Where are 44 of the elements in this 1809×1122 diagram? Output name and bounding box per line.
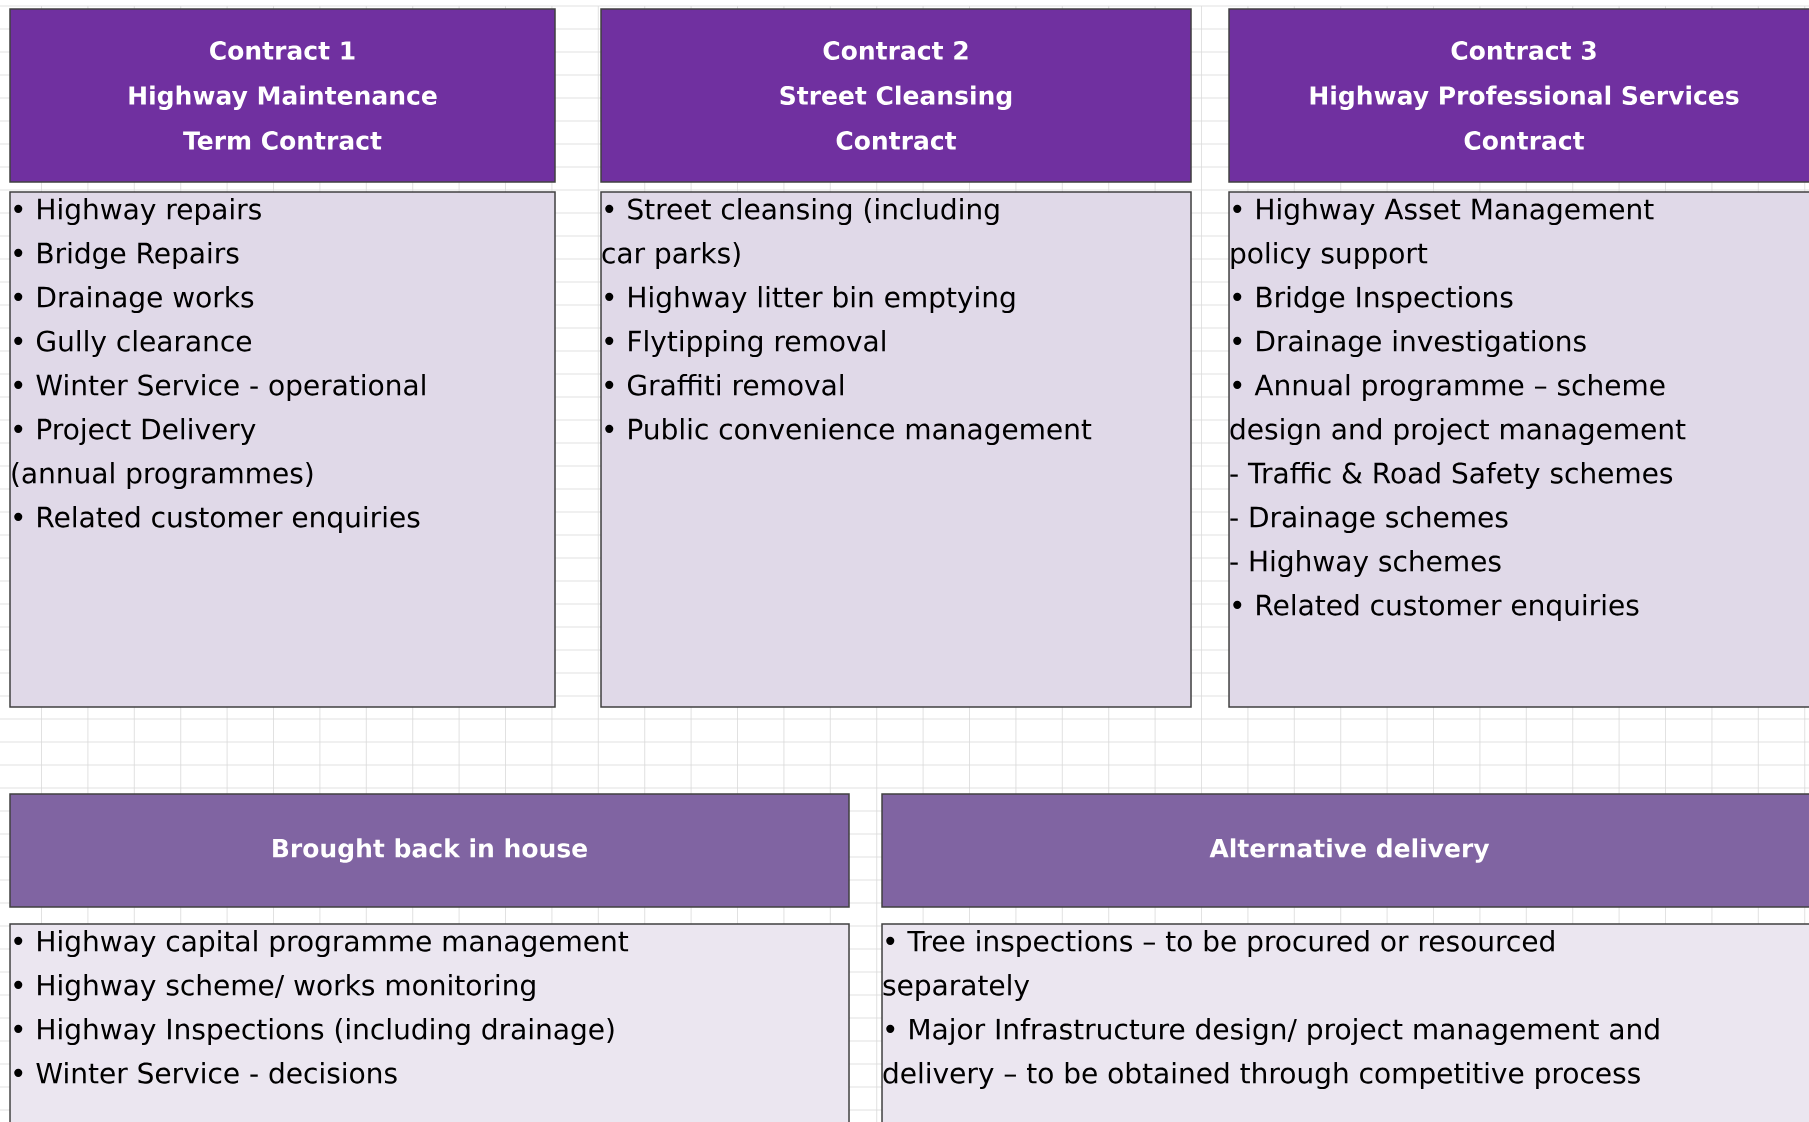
header-text: Brought back in house	[273, 838, 587, 863]
content-box	[600, 191, 1192, 708]
header-text: Contract 2	[823, 41, 968, 60]
content-box	[1228, 191, 1809, 708]
list-item: • Tree inspections – to be procured or resourced separately	[883, 930, 1554, 1002]
content-box	[9, 191, 556, 708]
list-item: • Gully clearance	[14, 330, 251, 358]
list-item: - Highway schemes	[1230, 550, 1501, 578]
list-item: • Major Infrastructure design/ project management and delivery – to be obtained through competitive process	[883, 1018, 1659, 1090]
contract-header	[9, 8, 556, 183]
list-item: • Highway capital programme management	[14, 930, 629, 958]
header-text: Highway Professional Services Contract	[1310, 85, 1739, 150]
header-text: Highway Maintenance Term Contract	[129, 85, 437, 150]
list-item: • Bridge Inspections	[1233, 286, 1513, 314]
list-item: • Annual programme – scheme design and project management	[1230, 374, 1686, 446]
list-item: • Public convenience management	[605, 418, 1092, 446]
list-item: • Project Delivery (annual programmes)	[12, 418, 313, 490]
content-box	[881, 923, 1809, 1122]
list-item: • Highway scheme/ works monitoring	[14, 974, 535, 1002]
list-item: • Bridge Repairs	[14, 242, 239, 270]
list-item: • Highway Inspections (including drainage)	[14, 1018, 614, 1046]
list-item: - Traffic & Road Safety schemes	[1230, 462, 1673, 490]
header-text: Contract 1	[210, 41, 355, 60]
list-item: • Related customer enquiries	[1233, 594, 1639, 622]
header-text: Street Cleansing Contract	[780, 85, 1012, 150]
category-header	[9, 793, 850, 908]
list-item: • Winter Service - decisions	[14, 1062, 397, 1084]
header-text: Contract 3	[1451, 41, 1596, 60]
contract-header	[600, 8, 1192, 183]
header-text: Alternative delivery	[1209, 838, 1490, 863]
list-item: • Drainage investigations	[1233, 330, 1586, 358]
list-item: • Related customer enquiries	[14, 506, 420, 534]
category-header	[881, 793, 1809, 908]
list-item: • Highway litter bin emptying	[605, 286, 1015, 314]
list-item: • Highway repairs	[14, 198, 261, 226]
list-item: • Flytipping removal	[605, 330, 885, 358]
list-item: • Graffiti removal	[605, 374, 843, 396]
list-item: • Drainage works	[14, 286, 254, 314]
list-item: • Street cleansing (including car parks)	[602, 198, 999, 270]
list-item: - Drainage schemes	[1230, 506, 1508, 534]
content-box	[9, 923, 850, 1122]
contract-header	[1228, 8, 1809, 183]
list-item: • Winter Service - operational	[14, 374, 425, 402]
list-item: • Highway Asset Management policy support	[1231, 198, 1654, 270]
